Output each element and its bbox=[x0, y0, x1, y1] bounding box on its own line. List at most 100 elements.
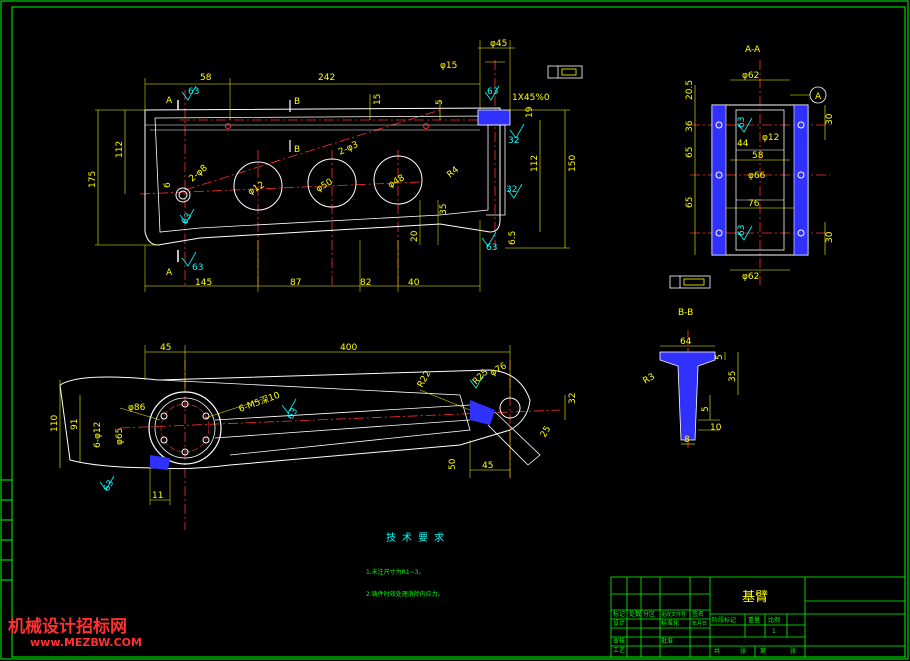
front-view: 45 400 110 91 11 φ65 6-φ12 φ86 6-M5深10 R… bbox=[50, 343, 578, 530]
dim-label: φ66 bbox=[748, 171, 766, 181]
roughness-symbol bbox=[99, 475, 115, 491]
dim-label: 44 bbox=[737, 139, 749, 149]
tb-label: 处数 bbox=[629, 610, 641, 618]
section-title: B-B bbox=[678, 308, 693, 318]
section-a-view: A-A A 20.5 36 65 65 30 bbox=[669, 45, 835, 289]
title-block-text: 基臂 标记 处数 分区 更改文件号 签名 年月日 设计 标准化 阶段标记 重量 … bbox=[613, 590, 796, 655]
dim-label: 58 bbox=[200, 73, 212, 83]
section-hole bbox=[797, 229, 805, 237]
roughness-symbol bbox=[179, 208, 195, 224]
dim-label: 110 bbox=[50, 415, 60, 432]
section-bore bbox=[735, 109, 785, 251]
roughness-value: 63 bbox=[102, 479, 116, 494]
tb-label: 更改文件号 bbox=[661, 611, 686, 618]
dim-label: φ15 bbox=[440, 61, 457, 71]
bolt-hole bbox=[160, 412, 168, 420]
watermark: 机械设计招标网 www.MEZBW.COM bbox=[8, 616, 142, 649]
t-section bbox=[659, 351, 716, 441]
roughness-symbol bbox=[281, 398, 297, 414]
leader-line bbox=[204, 399, 261, 419]
end-lug bbox=[487, 411, 541, 466]
dim-label: φ86 bbox=[128, 403, 146, 413]
dim-label: 40 bbox=[408, 278, 420, 288]
tech-requirements: 技术要求 1.未注尺寸为R1~3。 2.铸件时效处理消除内应力。 bbox=[366, 531, 450, 598]
section-hole bbox=[797, 171, 805, 179]
dim-label: 10 bbox=[710, 423, 722, 433]
part-name: 基臂 bbox=[742, 590, 768, 605]
dim-label: 8 bbox=[684, 435, 690, 445]
dim-label: φ76 bbox=[489, 361, 509, 378]
tb-label: 工艺 bbox=[613, 646, 625, 654]
hatch-area bbox=[150, 455, 170, 470]
dim-label: 150 bbox=[568, 155, 578, 172]
section-title: A-A bbox=[745, 45, 761, 55]
dim-label: 6 bbox=[163, 182, 173, 188]
small-hole bbox=[225, 123, 231, 129]
roughness-value: 63 bbox=[188, 87, 199, 97]
right-boss bbox=[486, 124, 506, 216]
bolt-circle bbox=[160, 403, 210, 453]
dim-label: 36 bbox=[685, 120, 695, 132]
tb-label: 年月日 bbox=[692, 620, 707, 627]
roughness-symbol bbox=[484, 85, 500, 101]
datum-circle bbox=[809, 86, 827, 104]
roughness-symbol bbox=[181, 251, 197, 267]
tolerance-frame bbox=[669, 275, 711, 289]
section-hole bbox=[715, 121, 723, 129]
dim-label: 65 bbox=[685, 147, 695, 158]
dim-label: 58 bbox=[752, 151, 764, 161]
dim-label: 400 bbox=[340, 343, 357, 353]
section-wall bbox=[711, 104, 727, 256]
section-wall bbox=[793, 104, 809, 256]
dim-label: 175 bbox=[88, 171, 98, 188]
dim-label: 2-φ8 bbox=[188, 163, 210, 184]
tb-label: 共 bbox=[714, 647, 720, 655]
centerline bbox=[184, 109, 441, 191]
dim-label: 50 bbox=[448, 458, 458, 470]
dim-label: 11 bbox=[152, 491, 163, 501]
centerline bbox=[139, 181, 421, 195]
dim-label: 2-φ3 bbox=[337, 140, 360, 158]
dim-label: 91 bbox=[70, 419, 80, 430]
dim-label: 30 bbox=[825, 113, 835, 125]
dim-label: 5 bbox=[701, 406, 711, 412]
dim-label: 145 bbox=[195, 278, 212, 288]
section-hole bbox=[797, 121, 805, 129]
tb-label: 批准 bbox=[661, 637, 673, 645]
cut-label: B bbox=[294, 97, 300, 107]
dim-label: 20.5 bbox=[685, 80, 695, 100]
dim-label: 32 bbox=[568, 393, 578, 404]
leader-line bbox=[119, 407, 161, 421]
tb-label: 标记 bbox=[613, 610, 625, 618]
hole bbox=[307, 158, 357, 208]
tech-note: 2.铸件时效处理消除内应力。 bbox=[366, 590, 444, 598]
hole bbox=[373, 155, 423, 205]
roughness-value: 63 bbox=[286, 407, 300, 422]
dim-label: 35 bbox=[728, 371, 738, 382]
section-hole bbox=[715, 171, 723, 179]
title-block bbox=[610, 576, 906, 658]
inner-border bbox=[11, 6, 906, 658]
bolt-hole bbox=[202, 412, 210, 420]
pivot-hole bbox=[175, 187, 191, 203]
dim-label: 5 bbox=[435, 99, 445, 105]
small-hole bbox=[423, 123, 429, 129]
roughness-value: 63 bbox=[737, 225, 747, 236]
roughness-value: 63 bbox=[486, 243, 497, 253]
leader-line bbox=[419, 389, 471, 411]
roughness-value: 63 bbox=[180, 212, 194, 227]
tolerance-mark bbox=[683, 278, 705, 286]
dim-label: φ48 bbox=[387, 173, 407, 190]
tb-label: 张 bbox=[740, 647, 746, 655]
section-b-view: B-B 64 5 35 5 10 8 R3 bbox=[642, 308, 739, 450]
dim-label: 20 bbox=[410, 230, 420, 242]
cut-label: A bbox=[166, 96, 173, 106]
roughness-symbol bbox=[469, 373, 485, 389]
dim-label: φ12 bbox=[762, 133, 779, 143]
roughness-symbol bbox=[737, 225, 753, 241]
tb-label: 审核 bbox=[613, 637, 625, 645]
tech-title: 技术要求 bbox=[386, 531, 450, 544]
dim-label: 6-M5深10 bbox=[237, 390, 281, 415]
roughness-symbol bbox=[181, 85, 197, 101]
roughness-value: 32 bbox=[506, 185, 517, 195]
